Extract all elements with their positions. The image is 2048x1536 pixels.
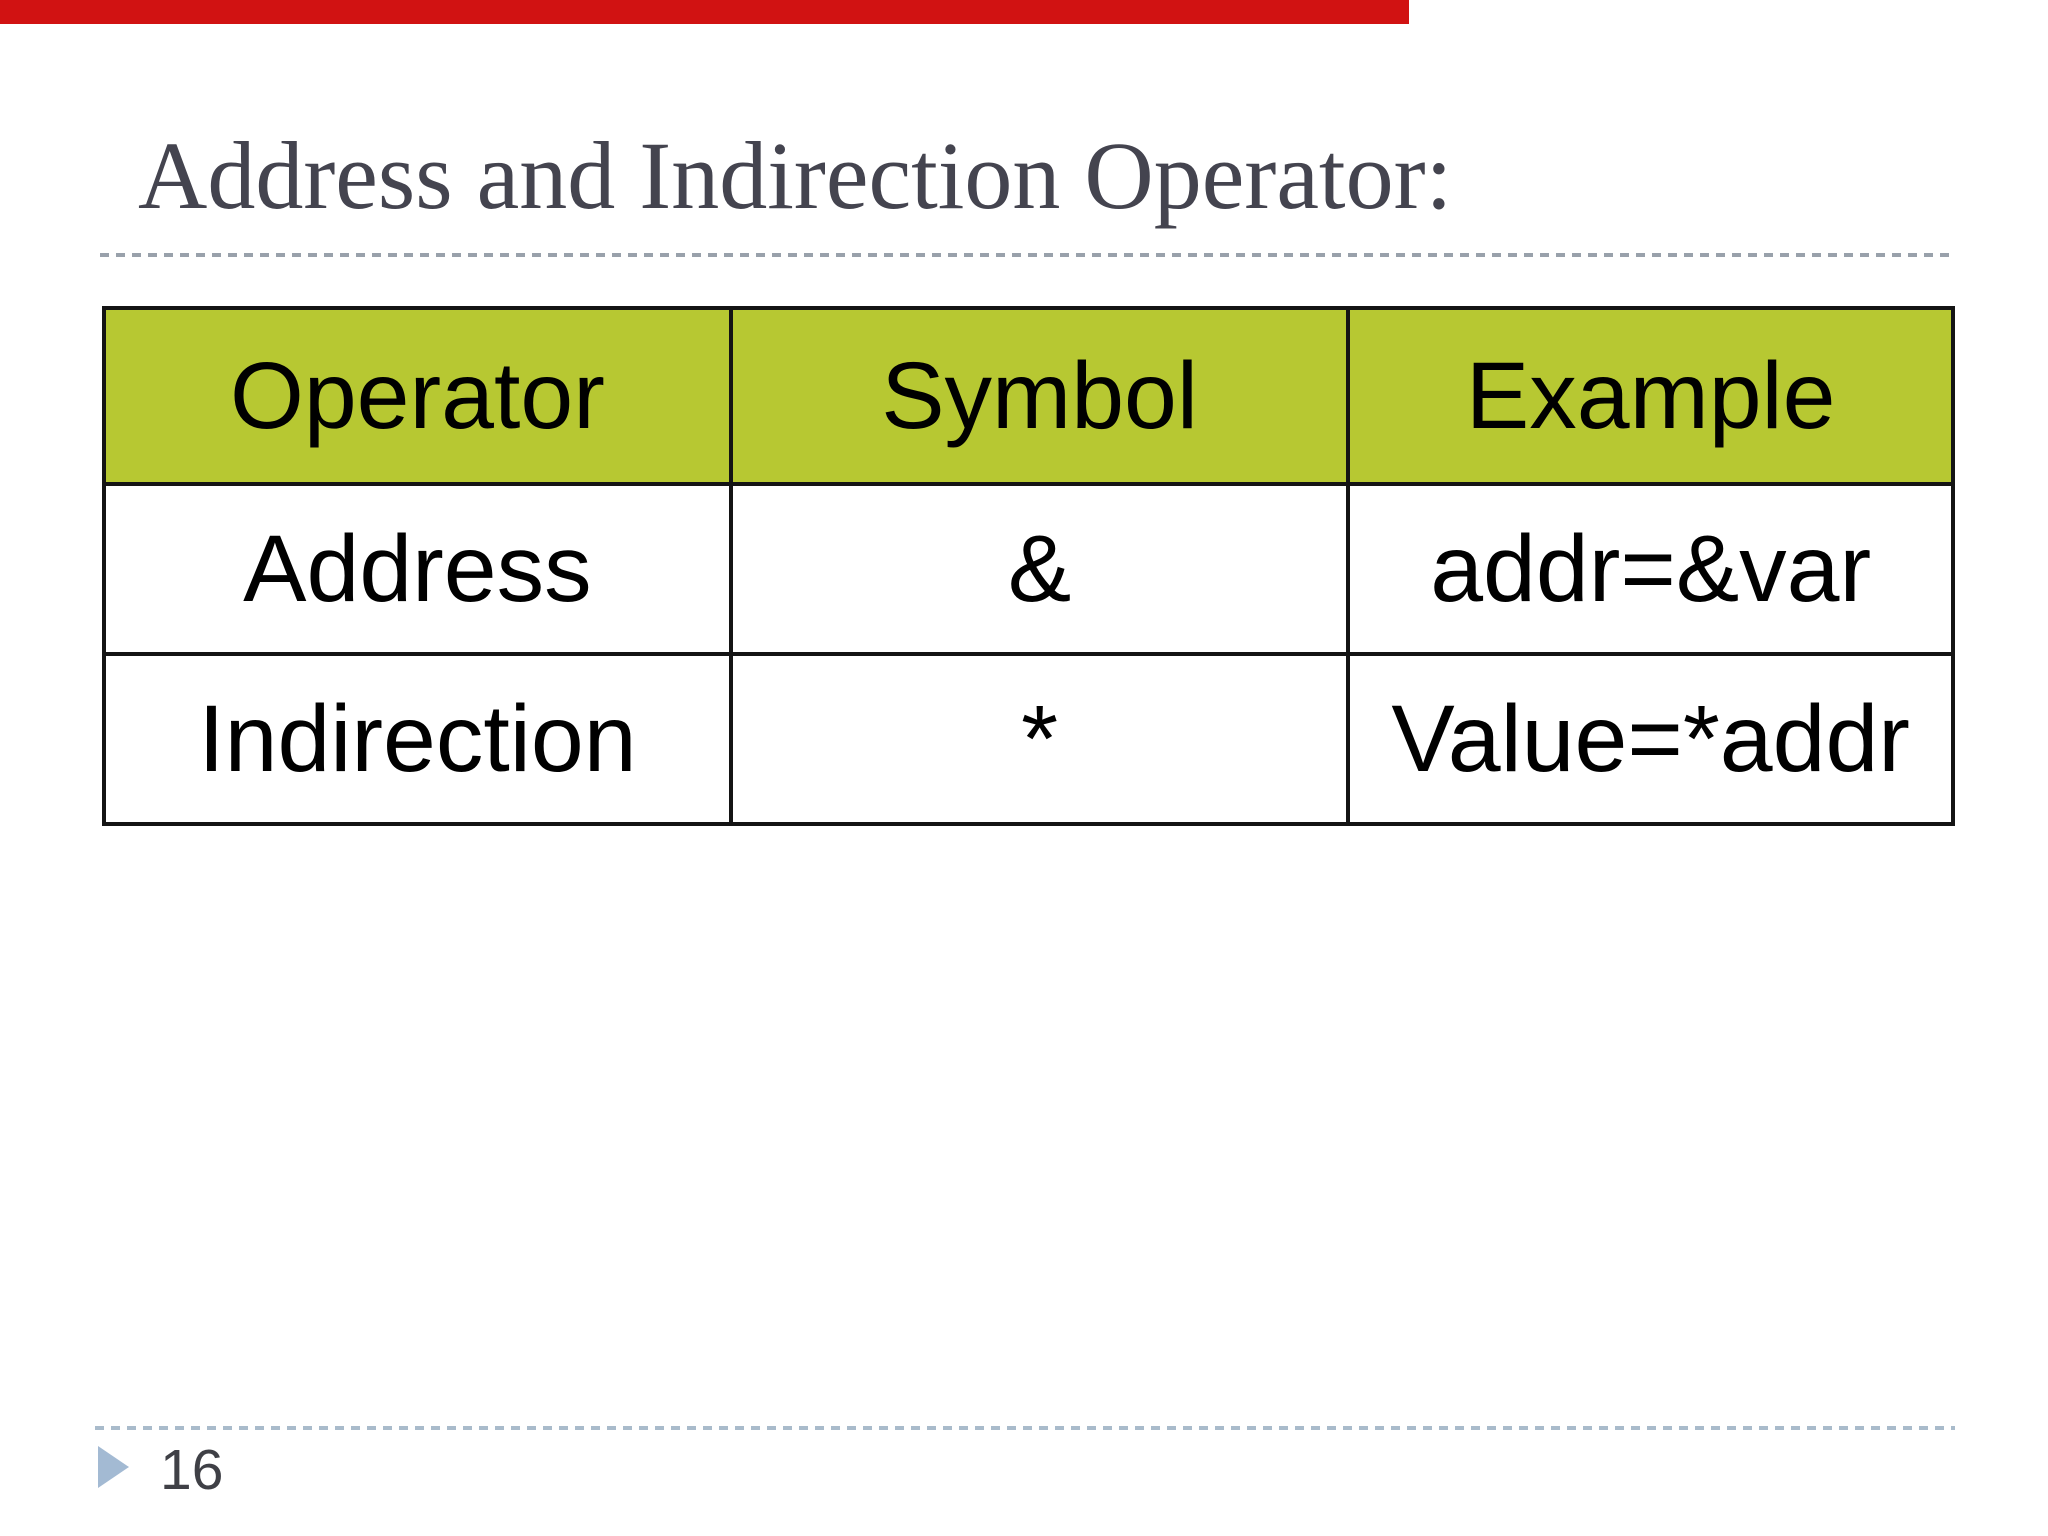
table-row: Address & addr=&var [102,482,1955,656]
footer-triangle-icon [98,1446,129,1488]
column-header-example: Example [1346,306,1955,486]
progress-bar [0,0,1409,24]
cell-operator-indirection: Indirection [102,652,733,826]
table-row: Indirection * Value=*addr [102,652,1955,826]
page-number: 16 [160,1438,224,1502]
cell-operator-address: Address [102,482,733,656]
operators-table: Operator Symbol Example Address & addr=&… [102,306,1955,826]
column-header-symbol: Symbol [728,306,1351,486]
table-header-row: Operator Symbol Example [102,306,1955,486]
cell-symbol-ampersand: & [728,482,1351,656]
cell-symbol-asterisk: * [728,652,1351,826]
column-header-operator: Operator [102,306,733,486]
cell-example-indirection: Value=*addr [1346,652,1955,826]
footer-divider-dashed-line [95,1426,1955,1430]
slide-title: Address and Indirection Operator: [138,122,1453,229]
title-divider-dashed-line [100,253,1952,257]
cell-example-address: addr=&var [1346,482,1955,656]
